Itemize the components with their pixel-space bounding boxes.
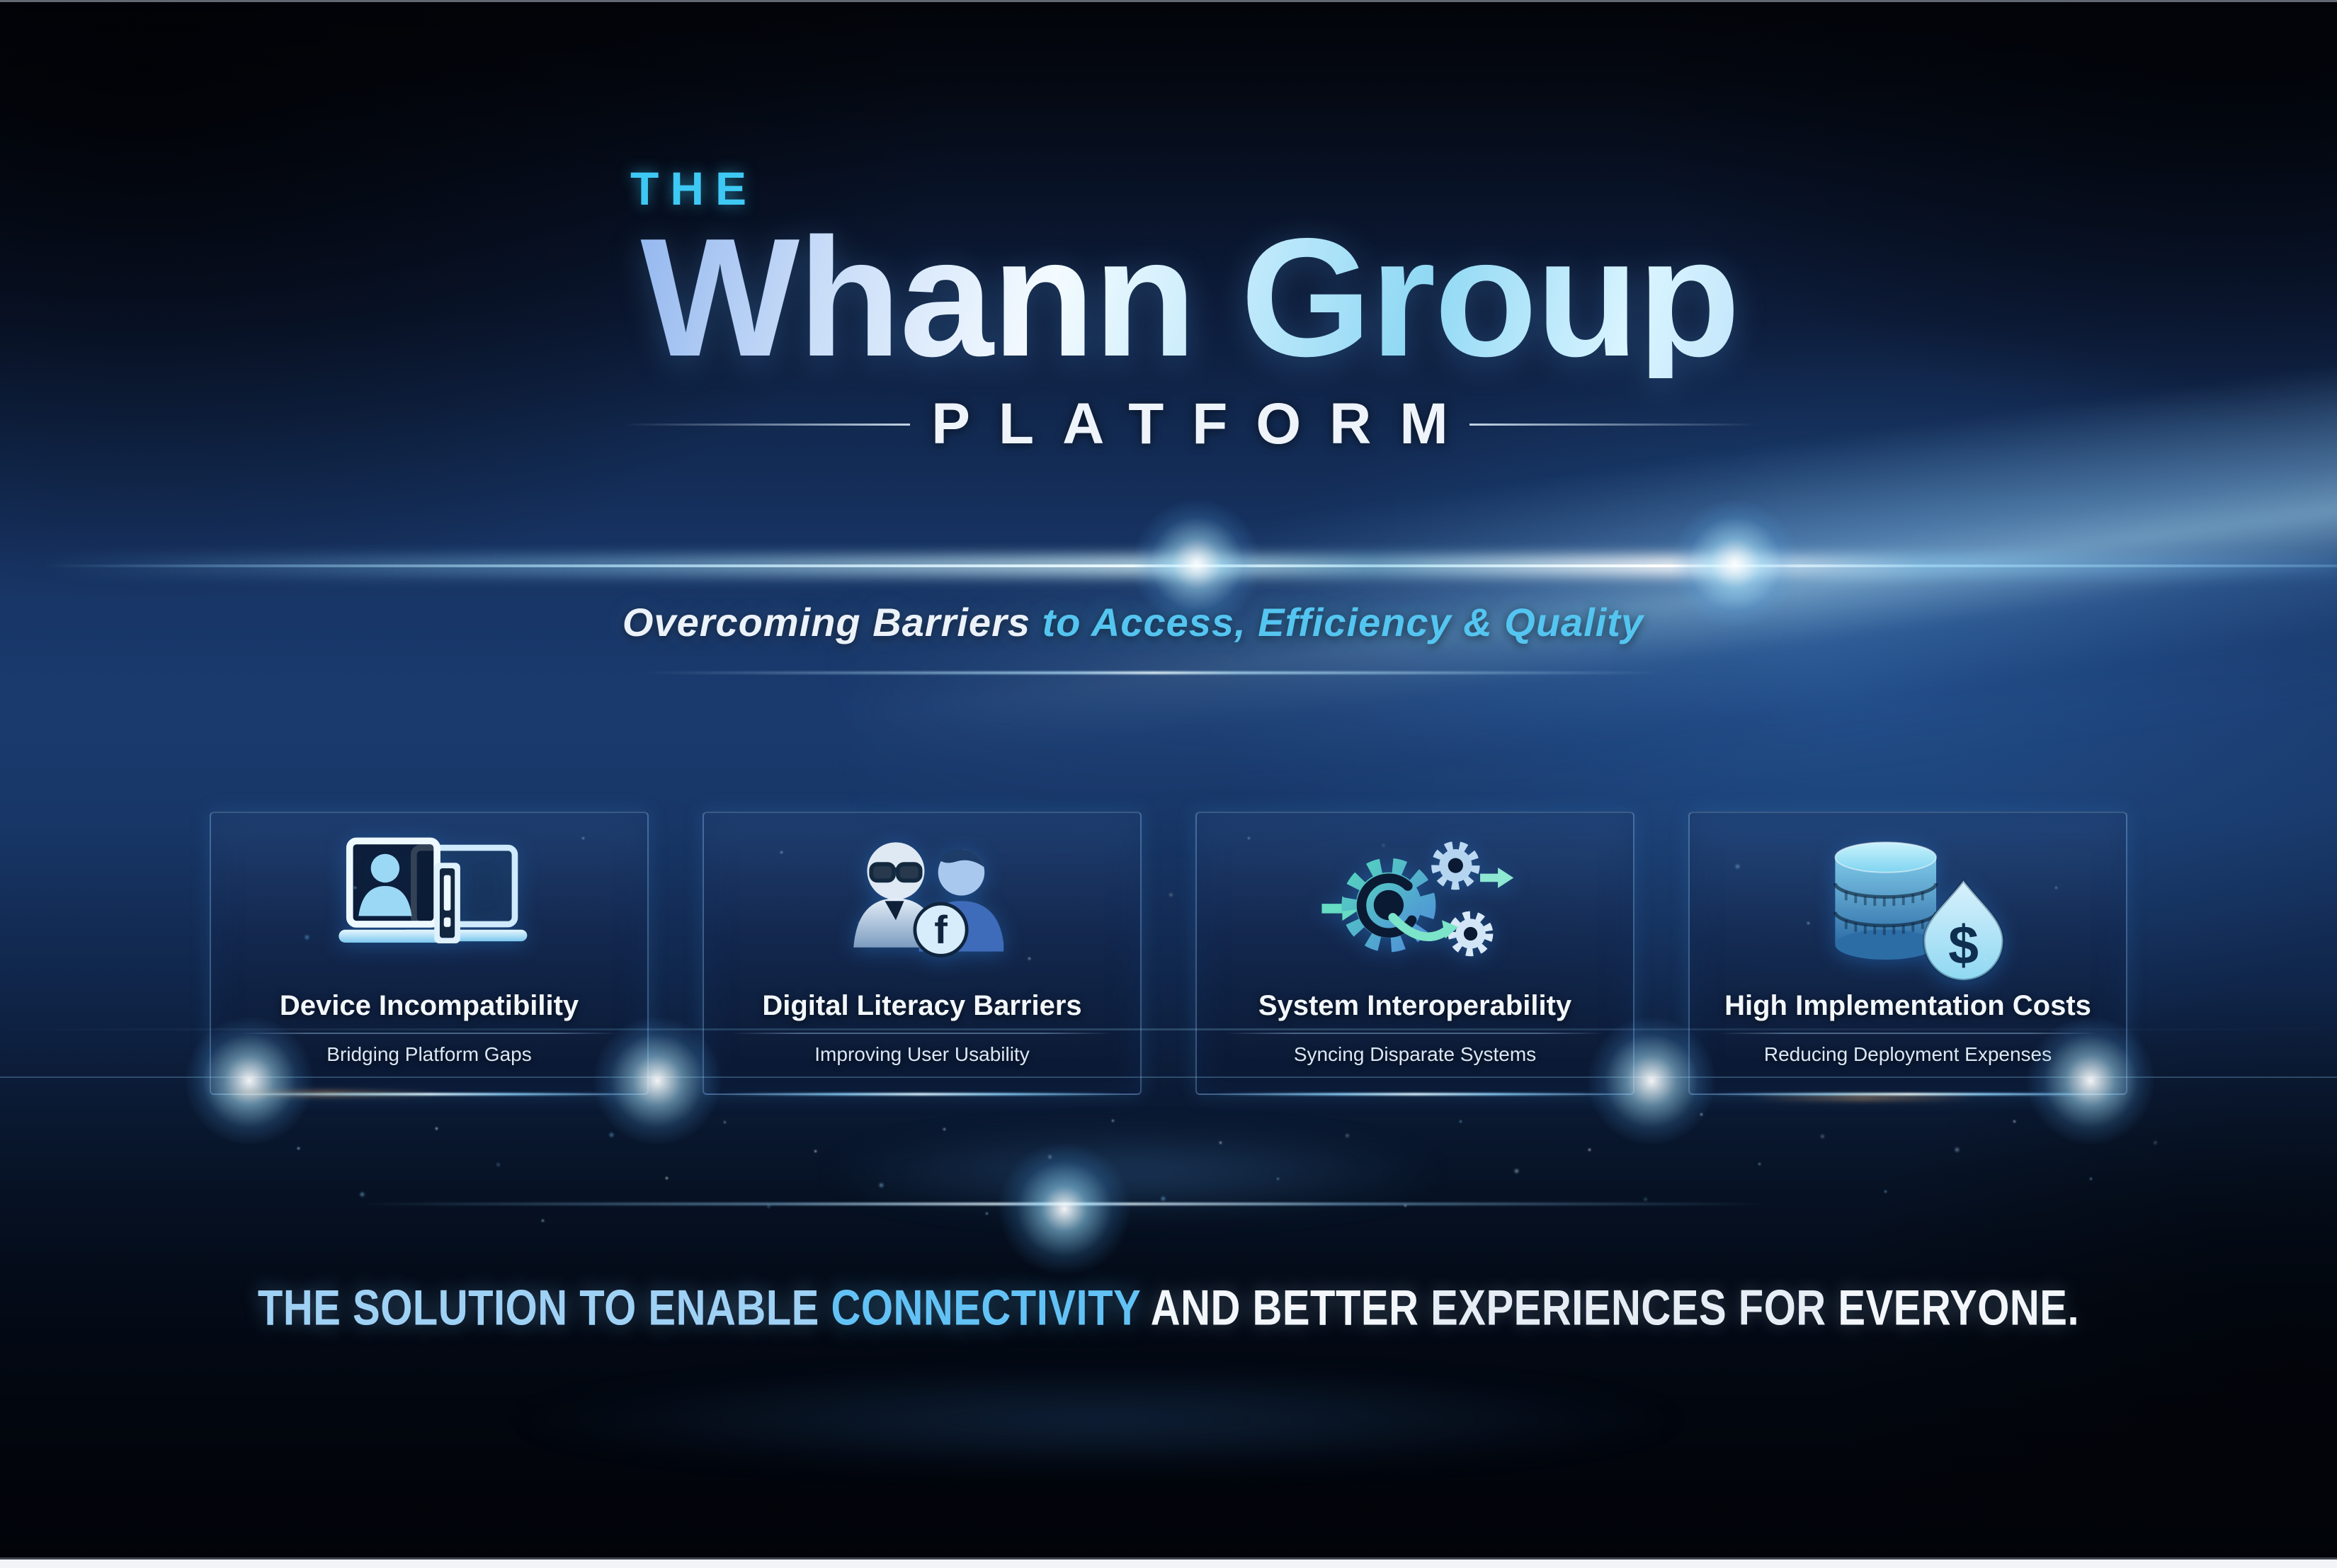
banner-rule-right	[1469, 423, 1756, 426]
subtitle-plain: Overcoming Barriers	[622, 600, 1042, 644]
card-divider	[1717, 1033, 2098, 1034]
top-edge-line	[0, 0, 2337, 2]
kicker-text: THE	[630, 162, 758, 215]
subtitle-accent: to Access, Efficiency & Quality	[1042, 600, 1644, 644]
card-subtitle: Improving User Usability	[814, 1043, 1030, 1065]
svg-text:$: $	[1949, 915, 1979, 976]
bottom-border	[0, 1560, 2337, 1568]
banner-rule-left	[623, 423, 911, 426]
card-title: System Interoperability	[1258, 990, 1572, 1021]
laptop-alert-icon	[326, 824, 531, 986]
card-system-interoperability: System Interoperability Syncing Disparat…	[1195, 812, 1634, 1096]
sparkle-field	[0, 0, 2, 2]
card-subtitle: Syncing Disparate Systems	[1293, 1043, 1537, 1065]
statement-segment: AND BETTER	[1150, 1280, 1431, 1336]
statement-segment: EVERYONE.	[1838, 1280, 2080, 1336]
page-title: Whann Group	[623, 213, 1756, 382]
lens-flare-subtitle	[641, 669, 1668, 677]
banner-text: PLATFORM	[931, 392, 1477, 457]
card-edge-glint	[721, 1093, 1123, 1096]
card-divider	[1224, 1033, 1605, 1034]
card-device-incompatibility: Device Incompatibility Bridging Platform…	[210, 812, 649, 1096]
card-title: Device Incompatibility	[279, 990, 579, 1021]
card-edge-glint	[1707, 1093, 2109, 1096]
closing-statement: THE SOLUTION TO ENABLE CONNECTIVITY AND …	[0, 1279, 2337, 1337]
card-subtitle: Bridging Platform Gaps	[326, 1043, 532, 1065]
users-literacy-icon: f	[819, 824, 1024, 986]
banner-row: PLATFORM	[623, 391, 1756, 458]
card-title: High Implementation Costs	[1724, 990, 2091, 1021]
horizon-line	[0, 1028, 2337, 1030]
card-edge-glint	[1214, 1093, 1616, 1096]
statement-segment: THE SOLUTION TO ENABLE	[257, 1280, 831, 1336]
header: THE Whann Group PLATFORM	[623, 161, 1756, 458]
gears-sync-icon	[1312, 824, 1517, 986]
card-digital-literacy: f Digital Literacy Barriers Improving Us…	[703, 812, 1142, 1096]
statement-segment: EXPERIENCES FOR	[1431, 1280, 1838, 1336]
coins-dollar-icon: $	[1805, 824, 2010, 986]
card-edge-glint	[228, 1093, 630, 1096]
svg-text:f: f	[935, 907, 948, 952]
bottom-glow	[496, 1367, 1700, 1473]
card-subtitle: Reducing Deployment Expenses	[1763, 1043, 2052, 1065]
cards-row: Device Incompatibility Bridging Platform…	[210, 812, 2127, 1096]
card-title: Digital Literacy Barriers	[762, 990, 1082, 1021]
subtitle: Overcoming Barriers to Access, Efficienc…	[0, 599, 2266, 645]
statement-segment: CONNECTIVITY	[831, 1280, 1151, 1336]
card-implementation-costs: $ High Implementation Costs Reducing Dep…	[1688, 812, 2127, 1096]
card-divider	[732, 1033, 1113, 1034]
flare-line-small	[641, 671, 1668, 674]
card-divider	[239, 1033, 620, 1034]
